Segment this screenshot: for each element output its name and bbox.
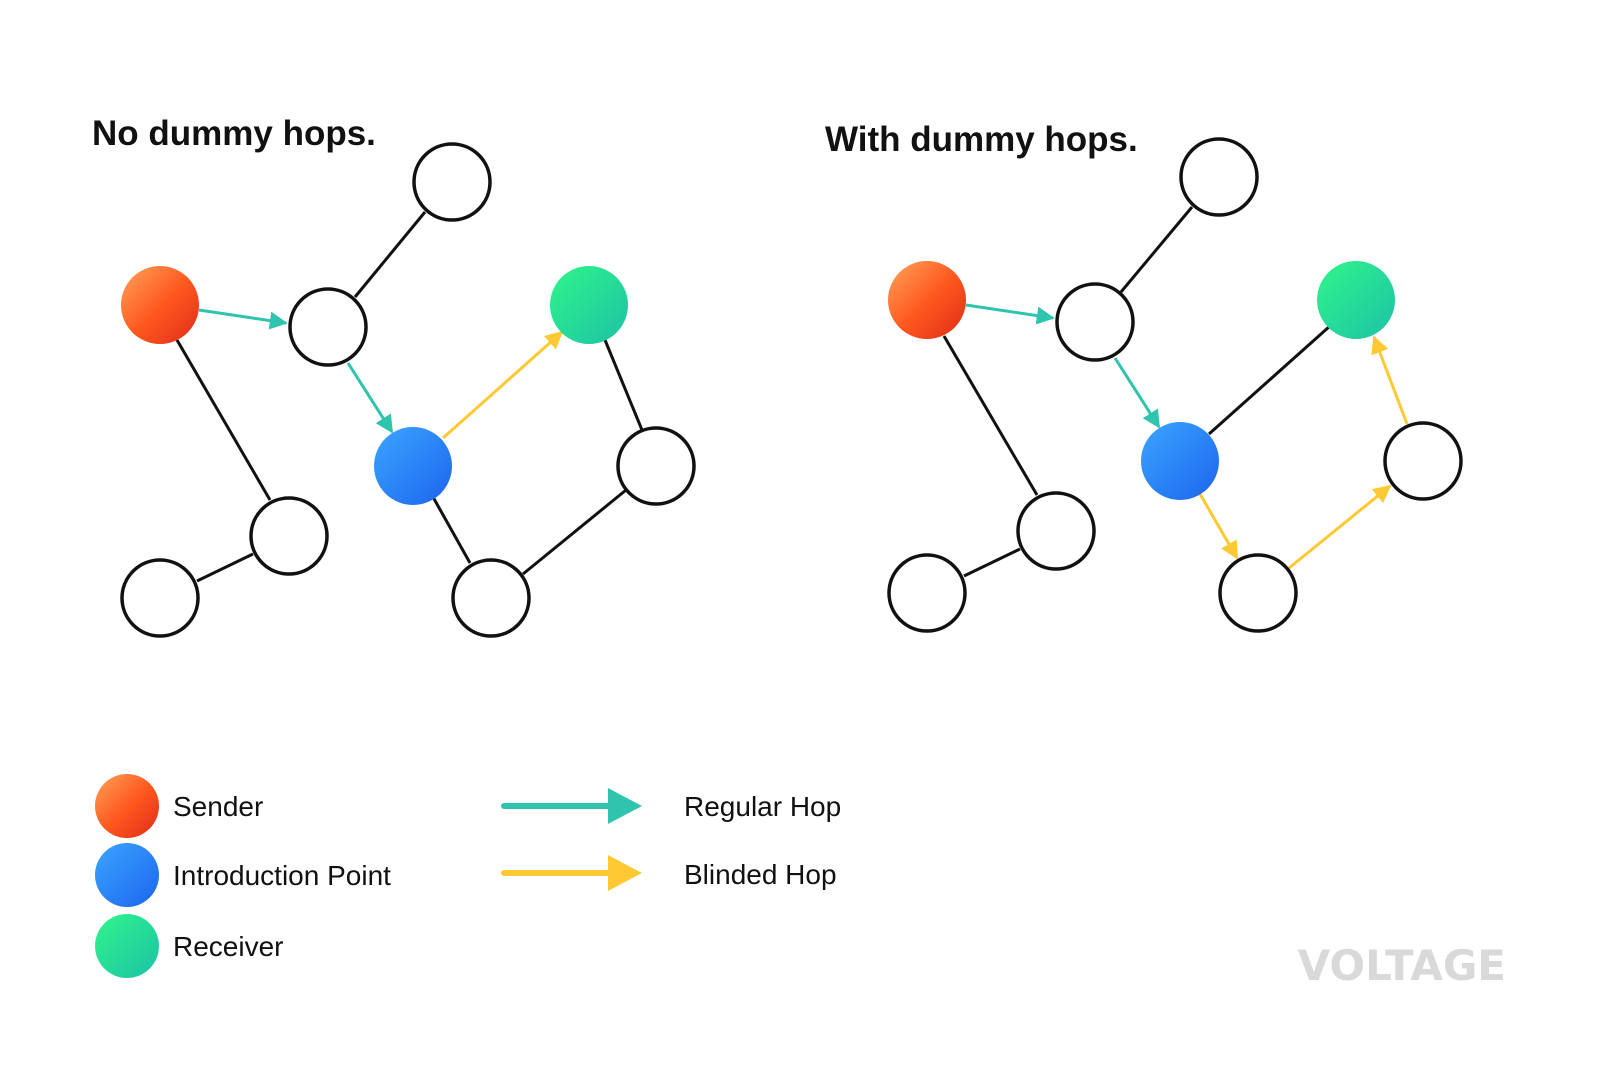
legend-label: Regular Hop: [684, 791, 841, 822]
blinded-hop-arrow: [1288, 484, 1392, 570]
node: [1218, 553, 1298, 633]
edge: [942, 335, 1039, 496]
regular-hop-arrow: [346, 362, 394, 434]
legend-label: Receiver: [173, 931, 283, 962]
receiver-node: [550, 266, 628, 344]
introduction-point-node: [1141, 422, 1219, 500]
legend-label: Sender: [173, 791, 263, 822]
blinded-hop-arrow: [442, 330, 564, 440]
legend: Sender Introduction Point Receiver Regul…: [95, 774, 841, 978]
node: [412, 142, 492, 222]
introduction-point-node: [374, 427, 452, 505]
edge: [963, 547, 1021, 578]
legend-blinded-hop-arrow-icon: [501, 855, 642, 891]
sender-node: [121, 266, 199, 344]
panel-title: No dummy hops.: [92, 114, 376, 153]
node: [120, 558, 200, 638]
node: [1016, 491, 1096, 571]
sender-node: [888, 261, 966, 339]
edge: [603, 339, 644, 431]
edge: [1119, 206, 1194, 293]
edge: [353, 211, 427, 298]
panel-title: With dummy hops.: [825, 120, 1138, 159]
edge: [431, 496, 472, 564]
regular-hop-arrow: [965, 303, 1055, 325]
edge: [196, 552, 254, 583]
blinded-hop-arrow: [1371, 335, 1409, 425]
regular-hop-arrow: [198, 308, 288, 330]
legend-label: Introduction Point: [173, 860, 391, 891]
node: [616, 426, 696, 506]
node: [249, 496, 329, 576]
node: [288, 287, 368, 367]
legend-intro-swatch: [95, 843, 159, 907]
node: [1383, 421, 1463, 501]
receiver-node: [1317, 261, 1395, 339]
node: [451, 558, 531, 638]
regular-hop-arrow: [1113, 357, 1161, 429]
panel-with-dummy-hops: With dummy hops.: [825, 120, 1463, 633]
blinded-hop-arrow: [1198, 493, 1239, 560]
legend-regular-hop-arrow-icon: [501, 788, 642, 824]
voltage-logo: VOLTAGE: [1298, 941, 1506, 990]
panel-no-dummy-hops: No dummy hops.: [92, 114, 696, 638]
node: [1179, 137, 1259, 217]
legend-label: Blinded Hop: [684, 859, 837, 890]
edge: [1208, 324, 1331, 436]
edge: [175, 339, 272, 501]
legend-receiver-swatch: [95, 914, 159, 978]
legend-sender-swatch: [95, 774, 159, 838]
node: [1055, 282, 1135, 362]
node: [887, 553, 967, 633]
edge: [522, 488, 627, 576]
